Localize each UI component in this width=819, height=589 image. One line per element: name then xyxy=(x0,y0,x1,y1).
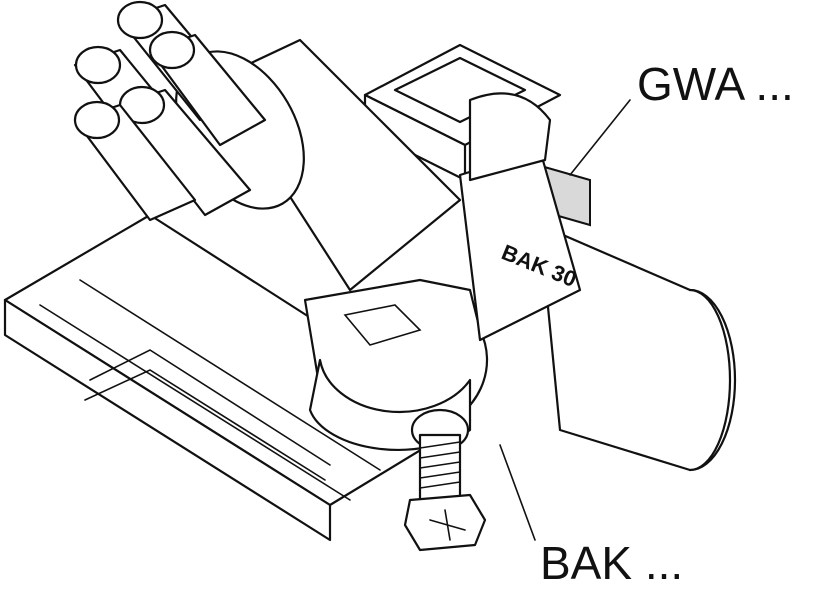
cable-end xyxy=(73,100,197,222)
callout-gwa-label: GWA ... xyxy=(637,58,794,110)
leader-line-bak xyxy=(499,444,536,541)
cable-bundle xyxy=(73,0,267,222)
clamp-screw xyxy=(403,408,487,552)
pipe-segment xyxy=(538,223,737,472)
leader-line-gwa xyxy=(569,99,631,176)
cable-end xyxy=(148,30,267,147)
callout-bak-label: BAK ... xyxy=(540,537,683,584)
cable-clamp-bak: BAK 30 xyxy=(303,92,582,451)
